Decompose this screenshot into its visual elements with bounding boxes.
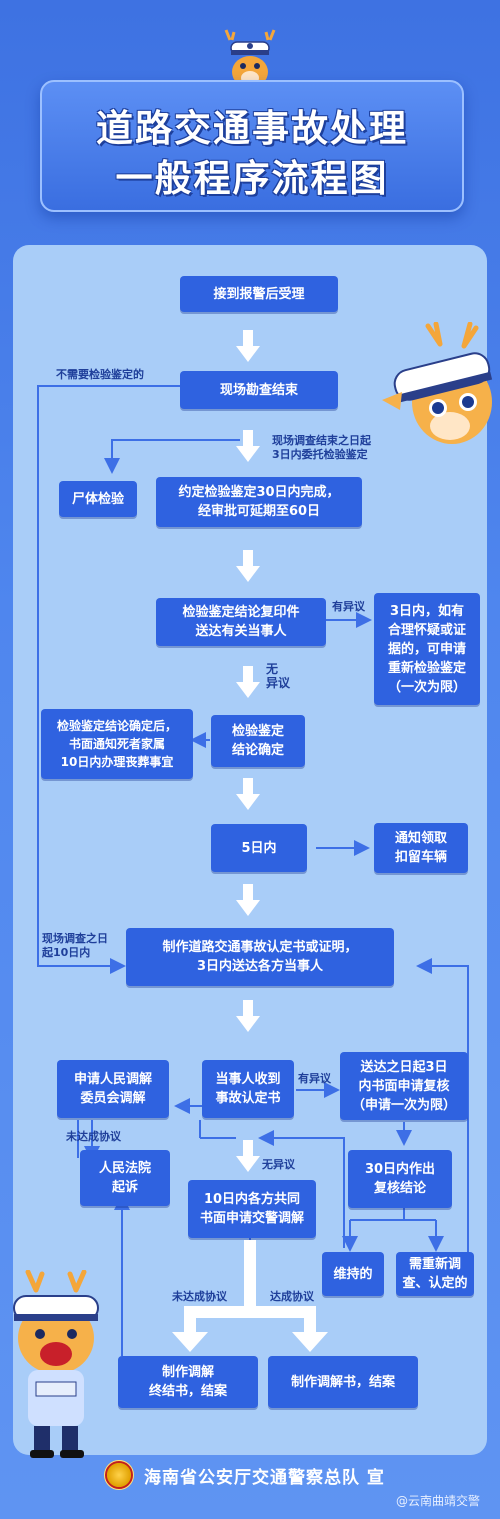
label-no-need-appraisal: 不需要检验鉴定的: [56, 368, 144, 381]
flow-arrow: [236, 884, 260, 918]
flow-arrow: [236, 330, 260, 364]
label-agreement: 达成协议: [270, 1290, 314, 1303]
node-within-5: 5日内: [211, 824, 307, 872]
flow-arrow: [236, 1000, 260, 1034]
police-deer-mascot-icon: [382, 322, 493, 444]
label-no-objection-1: 无 异议: [266, 662, 291, 690]
label-objection-1: 有异议: [332, 600, 365, 613]
node-copy-deliver: 检验鉴定结论复印件 送达有关当事人: [156, 598, 326, 646]
node-conclusion-confirm: 检验鉴定 结论确定: [211, 715, 305, 767]
label-objection-2: 有异议: [298, 1072, 331, 1085]
node-review-30: 30日内作出 复核结论: [348, 1150, 452, 1208]
node-accept: 接到报警后受理: [180, 276, 338, 312]
label-survey-10days: 现场调查之日 起10日内: [42, 932, 108, 959]
node-autopsy: 尸体检验: [59, 481, 137, 517]
police-emblem-icon: [104, 1460, 134, 1490]
flow-arrow: [236, 778, 260, 812]
title-line-2: 一般程序流程图: [115, 157, 389, 200]
label-no-agreement-2: 未达成协议: [172, 1290, 227, 1303]
label-no-objection-2: 无异议: [262, 1158, 295, 1171]
node-notify-vehicle: 通知领取 扣留车辆: [374, 823, 468, 873]
flow-arrow: [236, 666, 260, 700]
flow-arrow: [236, 430, 260, 464]
node-end-terminate: 制作调解 终结书，结案: [118, 1356, 258, 1408]
node-mediation-10: 10日内各方共同 书面申请交警调解: [188, 1180, 316, 1238]
label-no-agreement-1: 未达成协议: [66, 1130, 121, 1143]
label-entrust-appraisal: 现场调查结束之日起 3日内委托检验鉴定: [272, 434, 371, 461]
node-end-agreement: 制作调解书，结案: [268, 1356, 418, 1408]
node-reinvestigate: 需重新调 查、认定的: [396, 1252, 474, 1296]
node-apply-committee: 申请人民调解 委员会调解: [57, 1060, 169, 1118]
node-receive-cert: 当事人收到 事故认定书: [202, 1060, 294, 1118]
node-notify-family: 检验鉴定结论确定后， 书面通知死者家属 10日内办理丧葬事宜: [41, 709, 193, 779]
node-survey-end: 现场勘查结束: [180, 371, 338, 409]
flow-arrow: [236, 550, 260, 584]
footer-watermark: @云南曲靖交警: [396, 1494, 481, 1508]
node-make-cert: 制作道路交通事故认定书或证明， 3日内送达各方当事人: [126, 928, 394, 986]
node-reapply: 3日内，如有 合理怀疑或证 据的，可申请 重新检验鉴定 （一次为限）: [374, 593, 480, 705]
police-deer-mascot-icon: [13, 1270, 99, 1458]
title-card: 道路交通事故处理 一般程序流程图: [40, 80, 464, 212]
node-court: 人民法院 起诉: [80, 1150, 170, 1206]
node-appraisal-30: 约定检验鉴定30日内完成， 经审批可延期至60日: [156, 477, 362, 527]
flow-arrow: [236, 1140, 260, 1174]
title-line-1: 道路交通事故处理: [96, 107, 408, 150]
node-review-apply: 送达之日起3日 内书面申请复核 （申请一次为限）: [340, 1052, 468, 1120]
node-maintain: 维持的: [322, 1252, 384, 1296]
footer-issuer: 海南省公安厅交通警察总队 宣: [144, 1468, 385, 1488]
